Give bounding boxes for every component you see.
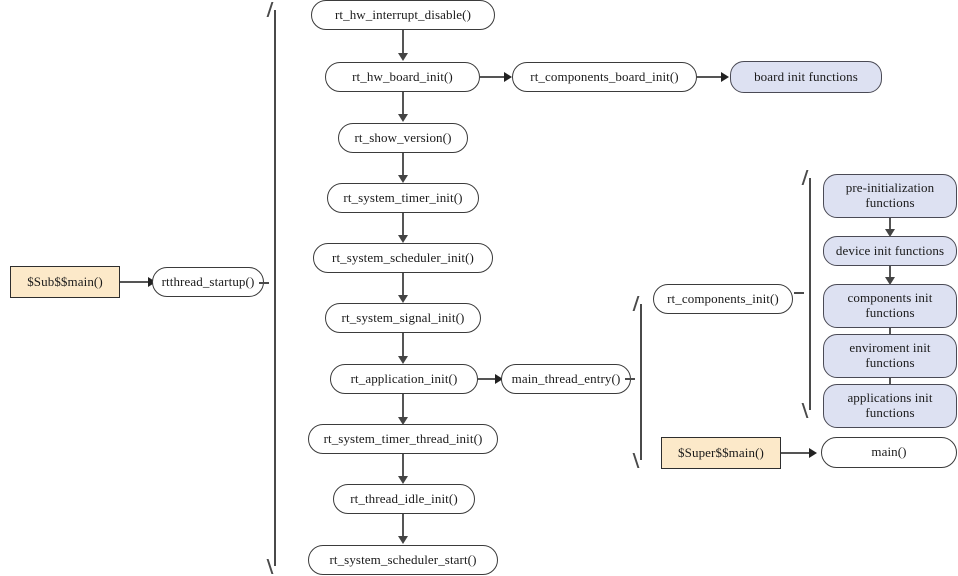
node-super-main-label: $Super$$main() xyxy=(678,444,764,460)
brace-init-stages xyxy=(794,170,823,418)
connector-chain-5 xyxy=(402,273,404,297)
node-components-init-functions[interactable]: components init functions xyxy=(823,284,957,328)
connector-chain-9 xyxy=(402,514,404,538)
brace-tip-top xyxy=(801,170,820,185)
brace-tip-bottom xyxy=(632,453,651,468)
arrowhead-chain-2 xyxy=(398,114,408,122)
arrowhead-chain-4 xyxy=(398,235,408,243)
node-board-init-functions[interactable]: board init functions xyxy=(730,61,882,93)
node-label: rt_components_board_init() xyxy=(530,68,679,84)
node-label: rt_application_init() xyxy=(350,370,458,386)
arrowhead-chain-7 xyxy=(398,417,408,425)
connector-chain-4 xyxy=(402,213,404,237)
node-enviroment-init-functions[interactable]: enviroment init functions xyxy=(823,334,957,378)
connector-chain-8 xyxy=(402,454,404,478)
arrowhead-stage-2 xyxy=(885,277,895,285)
brace-bar xyxy=(274,10,276,566)
node-rt-hw-board-init[interactable]: rt_hw_board_init() xyxy=(325,62,480,92)
arrowhead-chain-6 xyxy=(398,356,408,364)
node-label: rt_show_version() xyxy=(354,129,452,145)
brace-app-branch xyxy=(625,296,654,468)
node-label: rt_system_timer_thread_init() xyxy=(323,430,483,446)
node-label: rt_system_scheduler_init() xyxy=(332,249,474,265)
brace-tip-top xyxy=(266,2,285,17)
node-main-thread-entry[interactable]: main_thread_entry() xyxy=(501,364,631,394)
arrowhead-stage-1 xyxy=(885,229,895,237)
arrowhead-chain-1 xyxy=(398,53,408,61)
arrowhead-boardinit-1 xyxy=(504,72,512,82)
connector-boardinit-1 xyxy=(480,76,508,78)
connector-stage-1 xyxy=(889,218,891,232)
node-label: rt_system_signal_init() xyxy=(341,309,465,325)
connector-stage-2 xyxy=(889,266,891,280)
brace-startup-chain xyxy=(259,2,288,574)
node-label: components init functions xyxy=(847,290,933,320)
brace-tip-top xyxy=(632,296,651,311)
node-rt-system-timer-thread-init[interactable]: rt_system_timer_thread_init() xyxy=(308,424,498,454)
node-main[interactable]: main() xyxy=(821,437,957,468)
node-label: rt_system_scheduler_start() xyxy=(329,551,477,567)
node-label: main() xyxy=(871,444,907,460)
node-sub-main[interactable]: $Sub$$main() xyxy=(10,266,120,298)
node-rt-hw-interrupt-disable[interactable]: rt_hw_interrupt_disable() xyxy=(311,0,495,30)
node-label: enviroment init functions xyxy=(849,340,931,370)
node-label: rt_system_timer_init() xyxy=(343,189,463,205)
node-applications-init-functions[interactable]: applications init functions xyxy=(823,384,957,428)
connector-chain-7 xyxy=(402,394,404,419)
node-rt-application-init[interactable]: rt_application_init() xyxy=(330,364,478,394)
connector-chain-2 xyxy=(402,92,404,116)
node-label: applications init functions xyxy=(847,390,933,420)
node-rt-components-board-init[interactable]: rt_components_board_init() xyxy=(512,62,697,92)
node-rtthread-startup-label: rtthread_startup() xyxy=(161,273,255,289)
node-device-init-functions[interactable]: device init functions xyxy=(823,236,957,266)
connector-super-to-main xyxy=(781,452,813,454)
node-label: rt_components_init() xyxy=(667,290,779,306)
node-rtthread-startup[interactable]: rtthread_startup() xyxy=(152,267,264,297)
node-label: rt_hw_board_init() xyxy=(352,68,453,84)
node-rt-components-init[interactable]: rt_components_init() xyxy=(653,284,793,314)
connector-boardinit-2 xyxy=(697,76,725,78)
connector-chain-3 xyxy=(402,153,404,177)
node-sub-main-label: $Sub$$main() xyxy=(27,273,103,289)
connector-app-1 xyxy=(478,378,500,380)
arrowhead-chain-9 xyxy=(398,536,408,544)
node-label: rt_thread_idle_init() xyxy=(350,490,458,506)
arrowhead-app-1 xyxy=(495,374,503,384)
node-rt-system-scheduler-start[interactable]: rt_system_scheduler_start() xyxy=(308,545,498,575)
brace-connector-nub xyxy=(625,378,635,380)
arrowhead-boardinit-2 xyxy=(721,72,729,82)
arrowhead-chain-3 xyxy=(398,175,408,183)
node-rt-thread-idle-init[interactable]: rt_thread_idle_init() xyxy=(333,484,475,514)
connector-chain-6 xyxy=(402,333,404,358)
node-rt-system-scheduler-init[interactable]: rt_system_scheduler_init() xyxy=(313,243,493,273)
node-label: device init functions xyxy=(835,242,945,258)
brace-connector-nub xyxy=(259,282,269,284)
node-super-main[interactable]: $Super$$main() xyxy=(661,437,781,469)
node-label: rt_hw_interrupt_disable() xyxy=(334,6,472,22)
arrowhead-super-to-main xyxy=(809,448,817,458)
node-pre-initialization-functions[interactable]: pre-initialization functions xyxy=(823,174,957,218)
node-rt-show-version[interactable]: rt_show_version() xyxy=(338,123,468,153)
connector-stage-4 xyxy=(889,378,891,388)
connector-chain-1 xyxy=(402,30,404,55)
arrowhead-chain-5 xyxy=(398,295,408,303)
brace-tip-bottom xyxy=(801,403,820,418)
node-label: pre-initialization functions xyxy=(845,180,935,210)
brace-bar xyxy=(640,304,642,460)
connector-submain-to-startup xyxy=(120,281,150,283)
brace-bar xyxy=(809,178,811,410)
brace-tip-bottom xyxy=(266,559,285,574)
node-label: board init functions xyxy=(754,68,858,84)
node-rt-system-timer-init[interactable]: rt_system_timer_init() xyxy=(327,183,479,213)
node-rt-system-signal-init[interactable]: rt_system_signal_init() xyxy=(325,303,481,333)
node-label: main_thread_entry() xyxy=(511,370,621,386)
brace-connector-nub xyxy=(794,292,804,294)
arrowhead-chain-8 xyxy=(398,476,408,484)
